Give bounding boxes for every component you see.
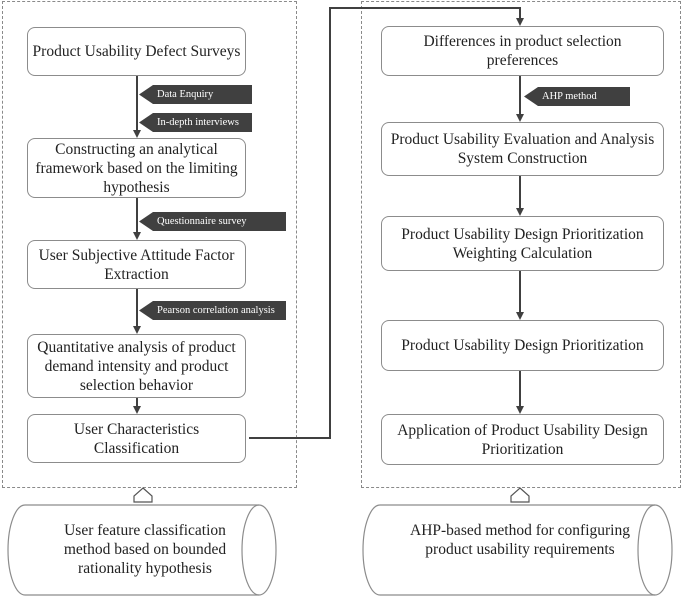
step-defect-surveys: Product Usability Defect Surveys (27, 27, 246, 76)
tag-in-depth-interviews: In-depth interviews (139, 113, 252, 132)
step-selection-preferences: Differences in product selection prefere… (381, 26, 664, 76)
cylinder-right-text: AHP-based method for configuring product… (410, 522, 630, 558)
tag-pearson-correlation: Pearson correlation analysis (139, 301, 286, 320)
up-arrow-left (133, 487, 153, 503)
tag-ahp-method: AHP method (524, 87, 630, 106)
step-application: Application of Product Usability Design … (381, 414, 664, 465)
tag-questionnaire-survey: Questionnaire survey (139, 212, 286, 231)
cylinder-left-text: User feature classification method based… (63, 522, 227, 577)
right-panel (361, 1, 681, 488)
up-arrow-right (510, 487, 530, 503)
left-panel (2, 1, 297, 488)
step-design-prioritization: Product Usability Design Prioritization (381, 320, 664, 371)
step-user-classification: User Characteristics Classification (27, 414, 246, 463)
cylinder-left-end (241, 504, 260, 596)
step-weighting-calculation: Product Usability Design Prioritization … (381, 216, 664, 271)
step-evaluation-system: Product Usability Evaluation and Analysi… (381, 122, 664, 176)
tag-data-enquiry: Data Enquiry (139, 85, 252, 104)
arrow-cross (249, 7, 524, 439)
step-attitude-factor: User Subjective Attitude Factor Extracti… (27, 240, 246, 289)
cylinder-right-end (637, 504, 656, 596)
step-quantitative-analysis: Quantitative analysis of product demand … (27, 334, 246, 398)
step-analytical-framework: Constructing an analytical framework bas… (27, 138, 246, 198)
